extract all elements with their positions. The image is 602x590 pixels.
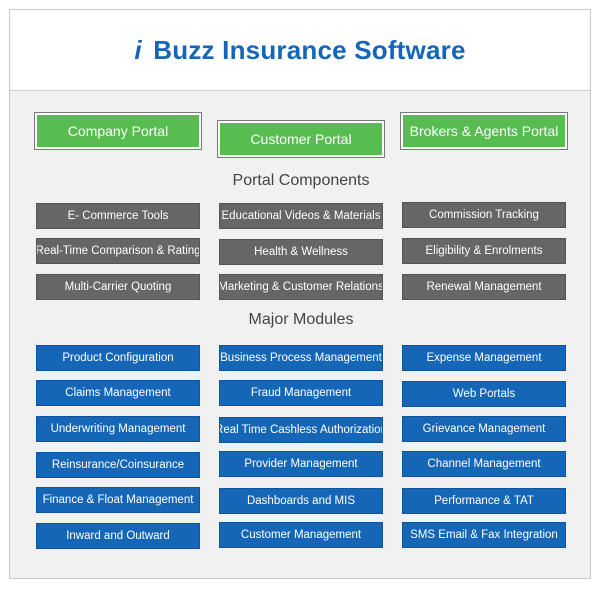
component-box: Eligibility & Enrolments	[402, 238, 566, 264]
module-box: Channel Management	[402, 451, 566, 477]
module-box: Expense Management	[402, 345, 566, 371]
component-box: E- Commerce Tools	[36, 203, 200, 229]
component-box: Marketing & Customer Relations	[219, 274, 383, 300]
module-box: Business Process Management	[219, 345, 383, 371]
module-box: SMS Email & Fax Integration	[402, 522, 566, 548]
module-box: Dashboards and MIS	[219, 488, 383, 514]
module-box: Grievance Management	[402, 416, 566, 442]
module-box: Product Configuration	[36, 345, 200, 371]
section-title-components: Portal Components	[232, 172, 370, 189]
module-box: Claims Management	[36, 380, 200, 406]
component-box: Commission Tracking	[402, 202, 566, 228]
section-title-modules: Major Modules	[248, 311, 354, 328]
module-box: Finance & Float Management	[36, 487, 200, 513]
portal-brokers-agents: Brokers & Agents Portal	[400, 112, 568, 150]
module-box: Underwriting Management	[36, 416, 200, 442]
page-title: i Buzz Insurance Software	[134, 35, 465, 66]
module-box: Web Portals	[402, 381, 566, 407]
module-box: Real Time Cashless Authorization	[219, 417, 383, 443]
title-text: Buzz Insurance Software	[153, 34, 466, 65]
module-box: Reinsurance/Coinsurance	[36, 452, 200, 478]
module-box: Provider Management	[219, 451, 383, 477]
component-box: Multi-Carrier Quoting	[36, 274, 200, 300]
component-box: Health & Wellness	[219, 239, 383, 265]
title-prefix: i	[134, 34, 142, 65]
component-box: Real-Time Comparison & Rating	[36, 238, 200, 264]
module-box: Inward and Outward	[36, 523, 200, 549]
module-box: Fraud Management	[219, 380, 383, 406]
component-box: Educational Videos & Materials	[219, 203, 383, 229]
portal-company: Company Portal	[34, 112, 202, 150]
module-box: Performance & TAT	[402, 488, 566, 514]
component-box: Renewal Management	[402, 274, 566, 300]
portal-customer: Customer Portal	[217, 120, 385, 158]
header: i Buzz Insurance Software	[10, 10, 590, 91]
module-box: Customer Management	[219, 522, 383, 548]
